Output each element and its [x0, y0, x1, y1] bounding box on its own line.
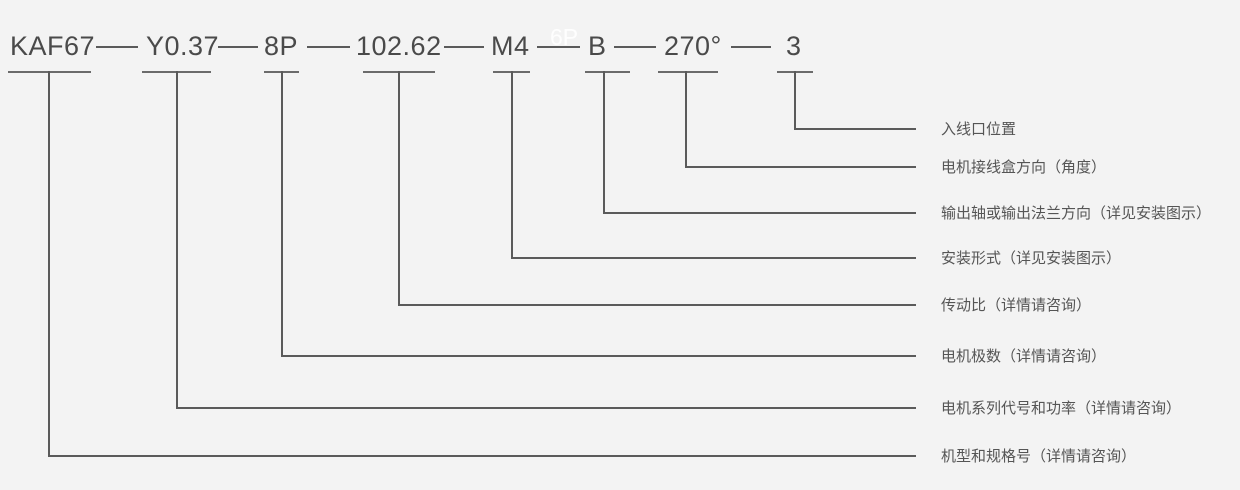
code-segment-model: KAF67 — [10, 31, 96, 61]
code-segment-motor-series: Y0.37 — [146, 31, 220, 61]
watermark-6p: 6P — [550, 24, 579, 50]
leader-vline-inlet-pos — [794, 71, 796, 130]
leader-vline-model — [48, 71, 50, 457]
dash-connector — [614, 46, 656, 48]
code-segment-poles: 8P — [264, 31, 299, 61]
label-inlet-position: 入线口位置 — [941, 121, 1017, 138]
code-segment-box-angle: 270° — [664, 31, 722, 61]
dash-connector — [537, 46, 580, 48]
label-model-spec: 机型和规格号（详情请咨询） — [941, 448, 1137, 465]
code-segment-ratio: 102.62 — [356, 31, 442, 61]
leader-vline-poles — [281, 71, 283, 357]
tbar-shaft-dir — [585, 71, 630, 73]
tbar-box-angle — [658, 71, 718, 73]
dash-connector — [307, 46, 350, 48]
label-motor-series-power: 电机系列代号和功率（详情请咨询） — [941, 400, 1182, 417]
leader-hline-inlet-pos — [794, 128, 916, 130]
leader-hline-poles — [281, 355, 916, 357]
dash-connector — [444, 46, 484, 48]
label-transmission-ratio: 传动比（详情请咨询） — [941, 297, 1092, 314]
label-mounting-type: 安装形式（详见安装图示） — [941, 250, 1122, 267]
dash-connector — [218, 46, 258, 48]
leader-hline-model — [48, 455, 916, 457]
leader-hline-mounting — [511, 257, 916, 259]
leader-hline-shaft-dir — [603, 212, 916, 214]
leader-vline-shaft-dir — [603, 71, 605, 214]
leader-vline-motor-series — [176, 71, 178, 409]
code-segment-shaft-dir: B — [588, 31, 607, 61]
leader-hline-box-angle — [685, 166, 916, 168]
leader-vline-box-angle — [685, 71, 687, 168]
leader-vline-mounting — [511, 71, 513, 259]
dash-connector — [96, 46, 138, 48]
leader-hline-ratio — [398, 304, 916, 306]
leader-vline-ratio — [398, 71, 400, 306]
label-junction-box-angle: 电机接线盒方向（角度） — [941, 159, 1107, 176]
code-segment-mounting: M4 — [491, 31, 530, 61]
code-segment-inlet-pos: 3 — [786, 31, 802, 61]
dash-connector — [731, 46, 771, 48]
label-motor-poles: 电机极数（详情请咨询） — [941, 348, 1107, 365]
leader-hline-motor-series — [176, 407, 916, 409]
label-output-direction: 输出轴或输出法兰方向（详见安装图示） — [941, 205, 1212, 222]
